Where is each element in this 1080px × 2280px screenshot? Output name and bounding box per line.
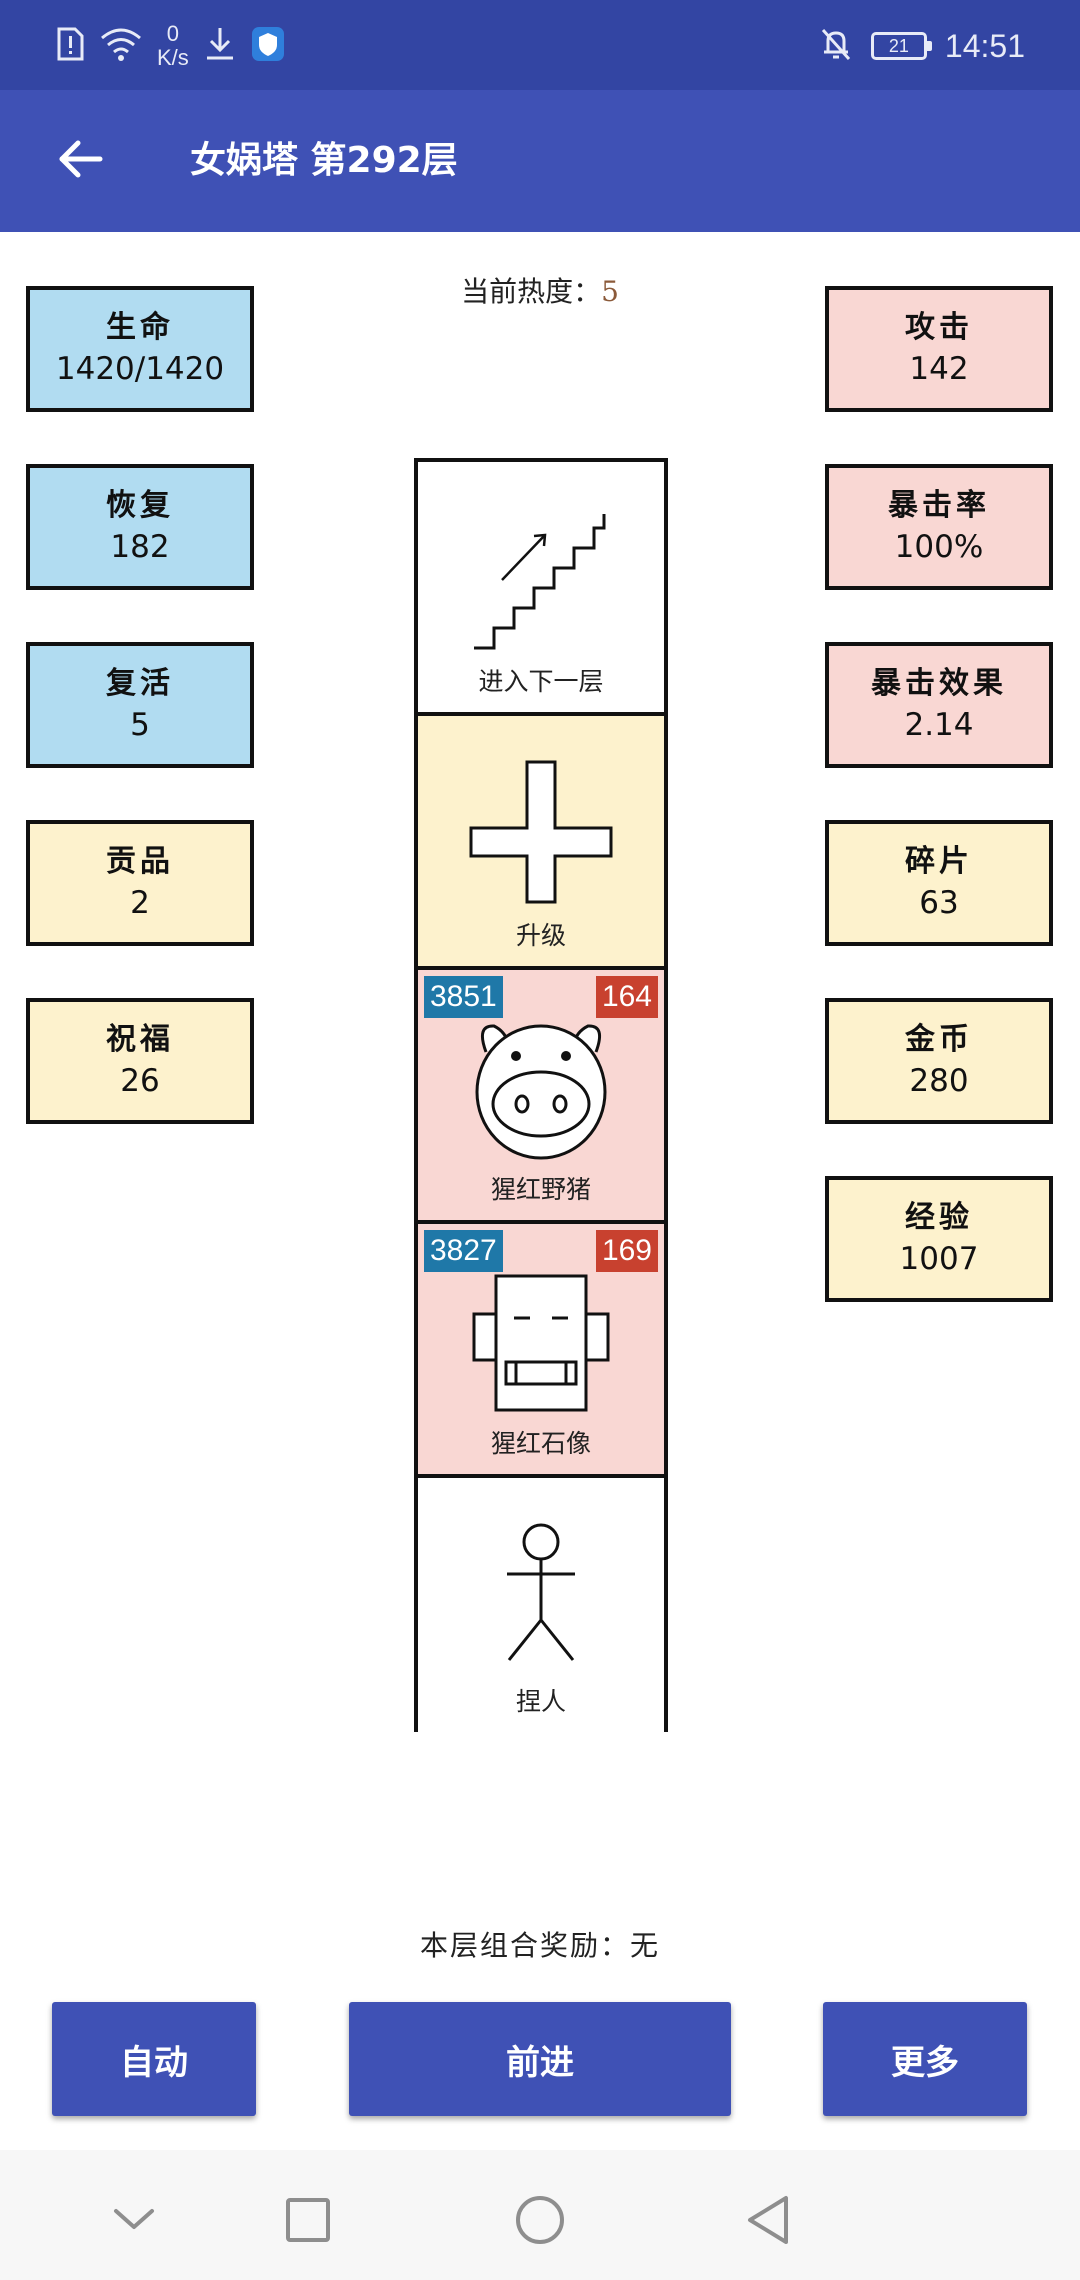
tower-cell-next-floor[interactable]: 进入下一层 [418,462,664,716]
tower-cell-upgrade[interactable]: 升级 [418,716,664,970]
cell-label: 捏人 [515,1687,566,1716]
heat-label: 当前热度： [461,275,602,308]
stat-label: 祝福 [106,1022,174,1057]
monster-hp-badge: 3851 [424,976,503,1018]
floor-reward: 本层组合奖励：无 [419,1929,660,1962]
stat-label: 经验 [905,1200,973,1235]
stat-value: 280 [909,1063,969,1099]
stat-value: 26 [120,1063,160,1099]
stairs-icon [474,514,606,650]
stat-label: 复活 [106,666,174,701]
circle-icon[interactable] [514,2194,566,2246]
tower-column: 进入下一层 升级 3851 164 猩红野猪 [414,458,668,1732]
auto-button[interactable]: 自动 [52,2002,256,2116]
stat-label: 生命 [106,310,174,345]
stat-exp: 经验 1007 [825,1176,1053,1302]
stat-value: 182 [110,529,170,565]
clock: 14:51 [944,27,1025,64]
stat-tribute: 贡品 2 [26,820,254,946]
stat-label: 金币 [905,1022,973,1057]
nav-collapse-button[interactable] [94,2180,174,2260]
stat-recovery: 恢复 182 [26,464,254,590]
plus-icon [469,760,613,904]
tower-cell-statue[interactable]: 3827 169 猩红石像 [418,1224,664,1478]
pig-icon [475,1024,607,1160]
stat-gold: 金币 280 [825,998,1053,1124]
square-icon[interactable] [284,2196,332,2244]
shield-icon [251,26,285,66]
nav-recents-button[interactable] [268,2180,348,2260]
battery-icon: 21 [870,32,932,60]
stat-label: 恢复 [106,488,174,523]
stat-label: 攻击 [905,310,973,345]
monster-attack-badge: 164 [595,976,658,1018]
stat-hp: 生命 1420/1420 [26,286,254,412]
tower-cell-boar[interactable]: 3851 164 猩红野猪 [418,970,664,1224]
stat-value: 2.14 [904,707,974,743]
stat-revive: 复活 5 [26,642,254,768]
net-speed: 0 K/s [157,22,189,70]
statue-icon [472,1274,610,1412]
net-speed-value: 0 [166,21,180,46]
back-button[interactable] [40,126,120,196]
arrow-left-icon[interactable] [56,139,104,183]
stat-value: 2 [130,885,150,921]
bell-off-icon [819,26,853,66]
cell-label: 猩红野猪 [490,1175,591,1204]
wifi-icon [99,26,143,66]
heat-value: 5 [601,275,619,308]
stat-attack: 攻击 142 [825,286,1053,412]
stat-value: 5 [130,707,150,743]
status-left: 0 K/s [55,18,285,74]
monster-attack-badge: 169 [595,1230,658,1272]
triangle-back-icon[interactable] [744,2194,792,2246]
chevron-down-icon[interactable] [110,2205,158,2235]
stat-label: 暴击效果 [871,666,1007,701]
status-right: 21 14:51 [819,18,1025,74]
stat-value: 100% [894,529,984,565]
stick-figure-icon [507,1523,575,1661]
heat-indicator: 当前热度：5 [0,270,1080,310]
status-bar: 0 K/s 21 14:51 [0,0,1080,90]
stat-crit-rate: 暴击率 100% [825,464,1053,590]
forward-button[interactable]: 前进 [349,2002,731,2116]
navigation-bar [0,2150,1080,2280]
stat-value: 142 [909,351,969,387]
nav-back-button[interactable] [728,2180,808,2260]
stat-value: 63 [919,885,959,921]
stat-value: 1007 [899,1241,979,1277]
alert-icon [55,27,85,65]
stat-label: 暴击率 [888,488,990,523]
page-title: 女娲塔 第292层 [190,140,458,181]
more-button[interactable]: 更多 [823,2002,1027,2116]
stat-blessing: 祝福 26 [26,998,254,1124]
stat-label: 碎片 [905,844,973,879]
stat-shards: 碎片 63 [825,820,1053,946]
nav-home-button[interactable] [500,2180,580,2260]
tower-cell-character[interactable]: 捏人 [418,1478,664,1732]
stat-value: 1420/1420 [55,351,225,387]
cell-label: 猩红石像 [490,1429,591,1458]
stat-label: 贡品 [106,844,174,879]
cell-label: 升级 [515,921,566,950]
app-bar: 女娲塔 第292层 [0,90,1080,232]
cell-label: 进入下一层 [478,667,604,696]
net-speed-unit: K/s [157,45,189,70]
monster-hp-badge: 3827 [424,1230,503,1272]
download-icon [203,26,237,66]
stat-crit-effect: 暴击效果 2.14 [825,642,1053,768]
